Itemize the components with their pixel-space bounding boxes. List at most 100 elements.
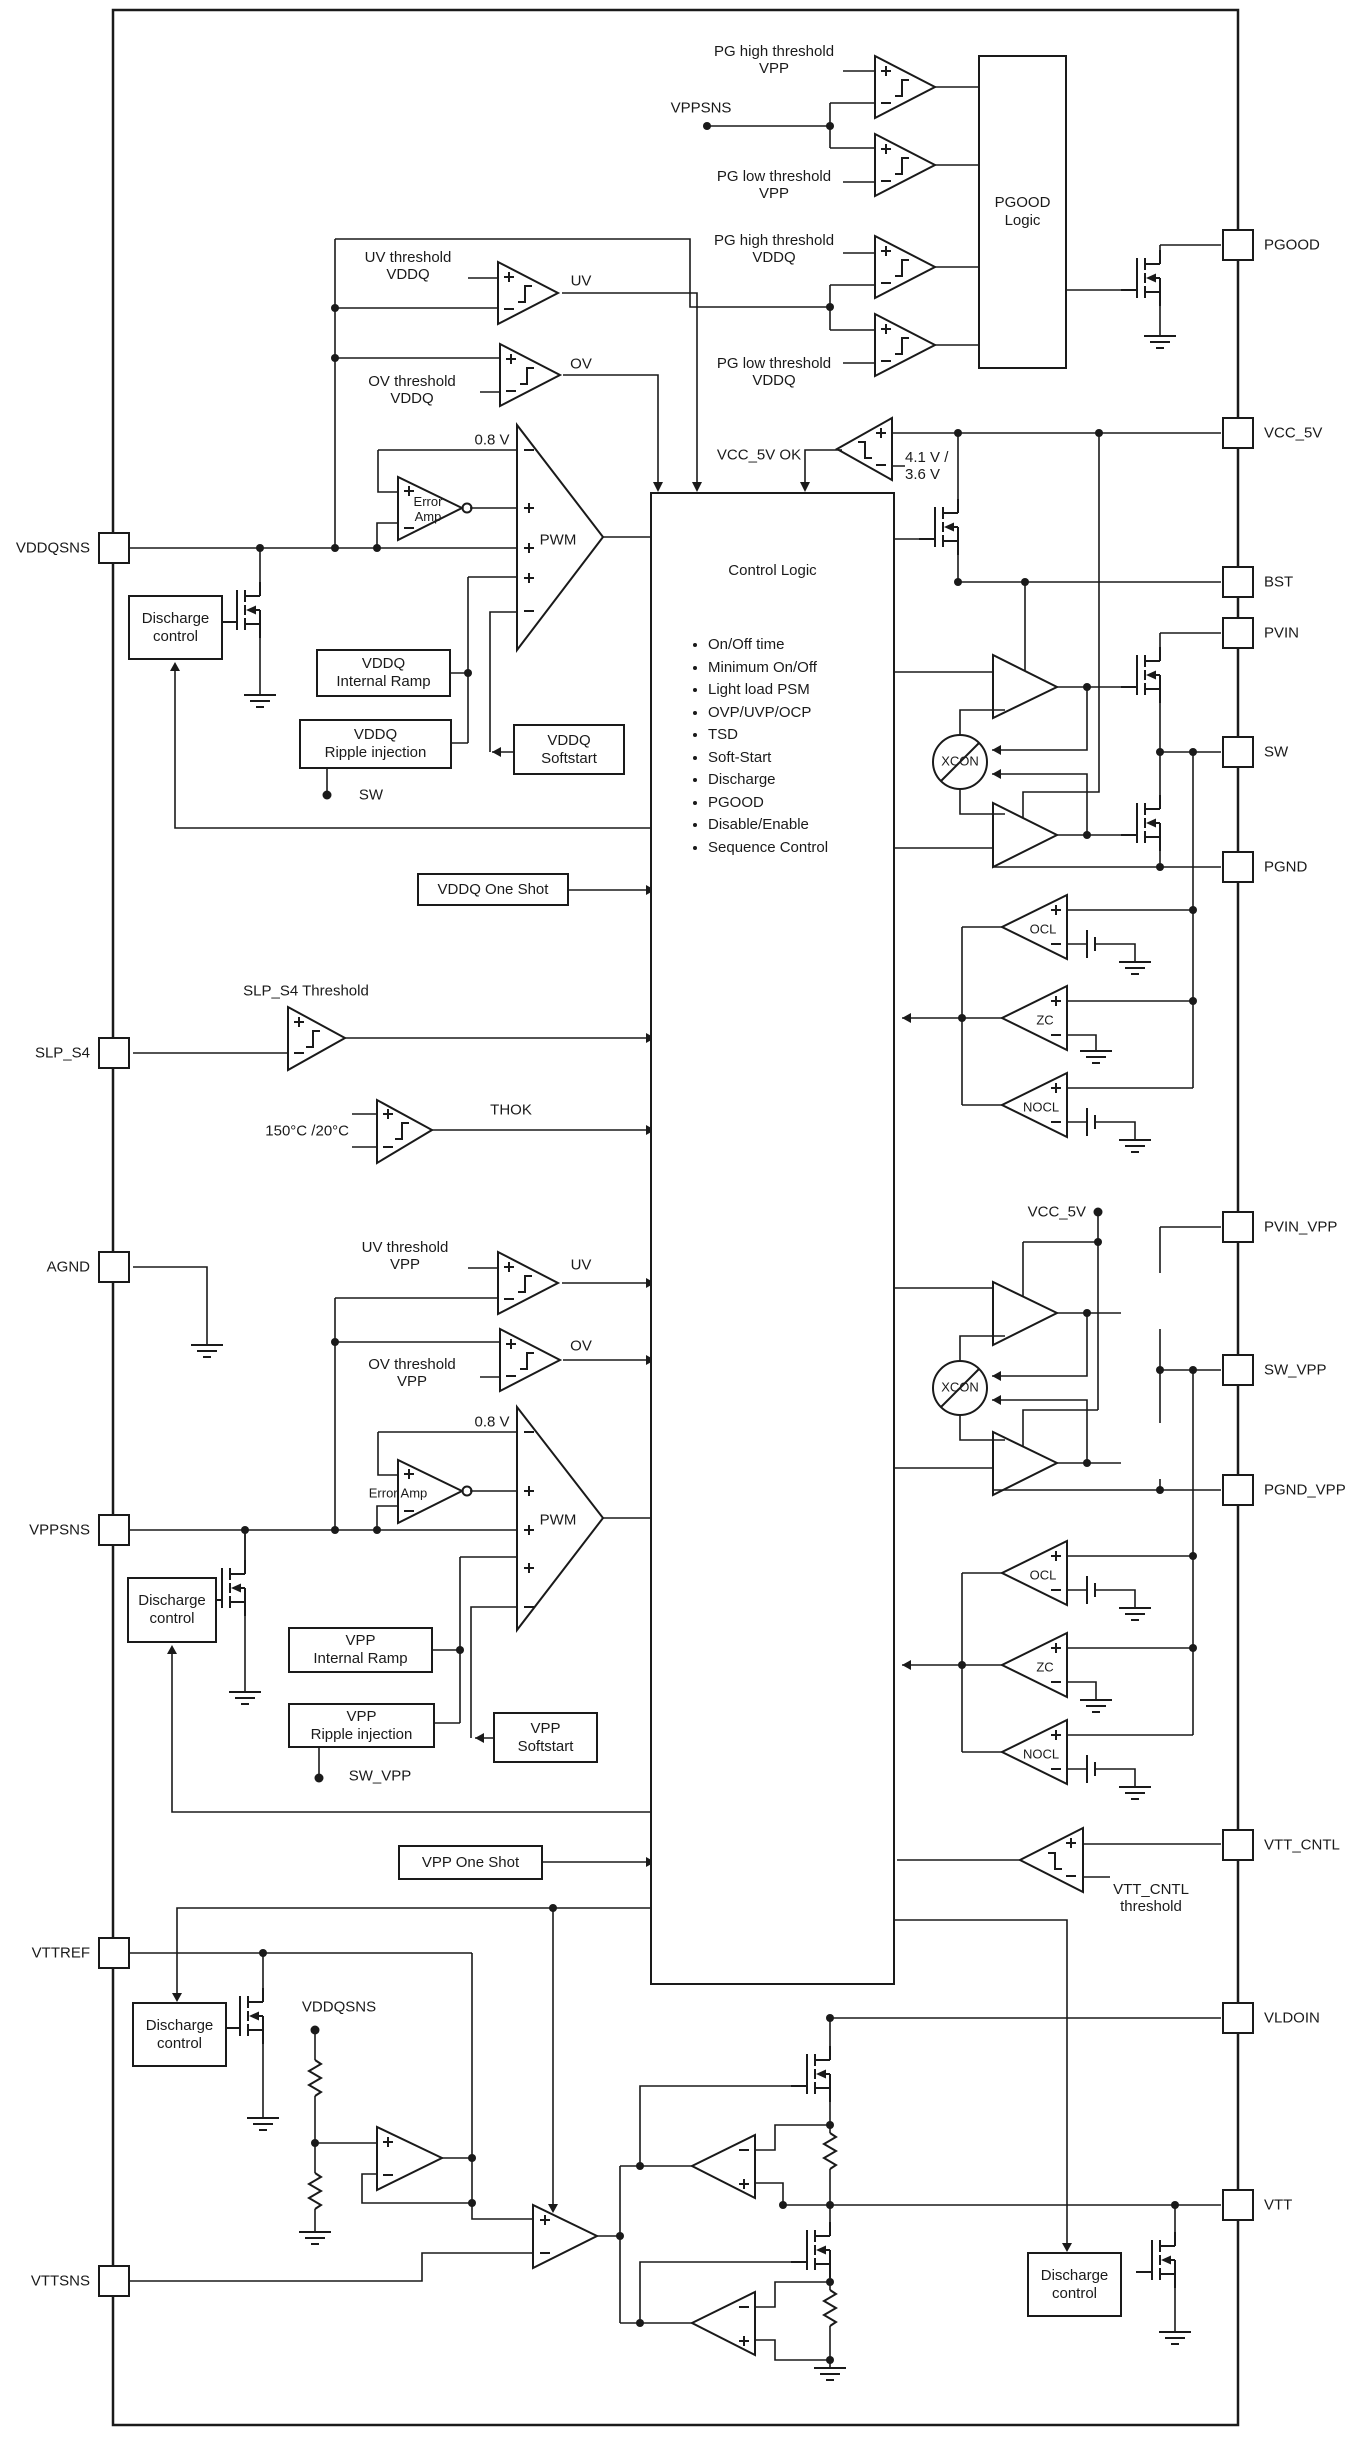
label-vtt-cntl-threshold: VTT_CNTL threshold bbox=[1113, 1880, 1189, 1915]
error-amp-vpp bbox=[397, 1458, 473, 1525]
pin-pgood bbox=[1222, 229, 1254, 261]
vddq-internal-ramp-block: VDDQ Internal Ramp bbox=[316, 649, 451, 697]
pin-label-vddqsns: VDDQSNS bbox=[15, 539, 90, 557]
label-uv-vpp: UV bbox=[570, 1256, 592, 1274]
wiring bbox=[128, 70, 1221, 2368]
comparator-ocl-vddq bbox=[999, 893, 1068, 961]
pin-vttsns bbox=[98, 2265, 130, 2297]
label-ov-vddq: OV bbox=[570, 355, 592, 373]
resistor-symbols bbox=[308, 2059, 837, 2327]
label-ocl-vpp: OCL bbox=[1029, 1567, 1057, 1583]
control-logic-item: Minimum On/Off bbox=[708, 659, 893, 677]
control-logic-title: Control Logic bbox=[728, 562, 817, 579]
label-vcc5v-ok-threshold: 4.1 V / 3.6 V bbox=[905, 448, 949, 483]
comparator-zc-vddq bbox=[999, 984, 1068, 1052]
label-pg-high-threshold-vpp: PG high threshold VPP bbox=[713, 42, 835, 77]
comparator-thok bbox=[376, 1098, 435, 1165]
comparator-ov-vddq bbox=[499, 342, 563, 408]
pin-pgnd-vpp bbox=[1222, 1474, 1254, 1506]
comparator-vtt-cntl bbox=[1017, 1826, 1084, 1894]
label-uv-threshold-vddq: UV threshold VDDQ bbox=[364, 248, 452, 283]
comparator-zc-vpp bbox=[999, 1631, 1068, 1699]
pin-sw bbox=[1222, 736, 1254, 768]
pin-label-vldoin: VLDOIN bbox=[1264, 2009, 1320, 2027]
comparator-ov-vpp bbox=[499, 1327, 563, 1393]
pin-slp-s4 bbox=[98, 1037, 130, 1069]
vpp-internal-ramp-block: VPP Internal Ramp bbox=[288, 1627, 433, 1673]
pin-label-vtt-cntl: VTT_CNTL bbox=[1264, 1836, 1340, 1854]
driver-vpp-low bbox=[992, 1430, 1060, 1497]
xcon-vddq bbox=[932, 734, 988, 790]
discharge-control-vpp: Discharge control bbox=[127, 1577, 217, 1643]
comparators bbox=[287, 54, 1084, 2357]
label-vcc5v-ok: VCC_5V OK bbox=[716, 446, 802, 464]
vddq-highside-fet bbox=[1120, 646, 1161, 704]
pin-label-pgnd-vpp: PGND_VPP bbox=[1264, 1481, 1346, 1499]
vtt-source-fet bbox=[790, 2045, 831, 2103]
pin-pvin bbox=[1222, 617, 1254, 649]
control-logic-item: PGOOD bbox=[708, 794, 893, 812]
pin-label-sw-vpp: SW_VPP bbox=[1264, 1361, 1327, 1379]
pin-vttref bbox=[98, 1937, 130, 1969]
label-nocl-vddq: NOCL bbox=[1022, 1099, 1060, 1115]
comparator-pg-low-vddq bbox=[874, 312, 938, 378]
pin-pvin-vpp bbox=[1222, 1211, 1254, 1243]
pin-label-pgood: PGOOD bbox=[1264, 236, 1320, 254]
pin-pgnd bbox=[1222, 851, 1254, 883]
pin-label-sw: SW bbox=[1264, 743, 1289, 761]
vddq-discharge-fet bbox=[220, 581, 261, 639]
pin-label-vppsns: VPPSNS bbox=[29, 1521, 90, 1539]
label-uv-threshold-vpp: UV threshold VPP bbox=[361, 1238, 449, 1273]
pin-vddqsns bbox=[98, 532, 130, 564]
vtt-gate-amp-low bbox=[689, 2290, 756, 2357]
pin-label-pvin-vpp: PVIN_VPP bbox=[1264, 1218, 1338, 1236]
pin-vcc-5v bbox=[1222, 417, 1254, 449]
vpp-one-shot-block: VPP One Shot bbox=[398, 1845, 543, 1880]
control-logic-item: Light load PSM bbox=[708, 681, 893, 699]
control-logic-item: Disable/Enable bbox=[708, 816, 893, 834]
label-uv-vddq: UV bbox=[570, 272, 592, 290]
pin-vldoin bbox=[1222, 2002, 1254, 2034]
label-temp-threshold: 150°C /20°C bbox=[265, 1122, 349, 1140]
discharge-control-vttref: Discharge control bbox=[132, 2002, 227, 2067]
label-ocl-vddq: OCL bbox=[1029, 921, 1057, 937]
arrowheads bbox=[167, 482, 1072, 2252]
discharge-control-vtt: Discharge control bbox=[1027, 2252, 1122, 2317]
pin-label-bst: BST bbox=[1264, 573, 1294, 591]
pin-sw-vpp bbox=[1222, 1354, 1254, 1386]
label-xcon-vddq: XCON bbox=[941, 753, 979, 769]
vttref-buffer-amp bbox=[376, 2125, 445, 2192]
comparator-slp-s4 bbox=[287, 1005, 348, 1072]
pin-label-slp-s4: SLP_S4 bbox=[34, 1044, 90, 1062]
label-slp-s4-threshold: SLP_S4 Threshold bbox=[243, 982, 369, 1000]
label-vcc5v-ref: VCC_5V bbox=[1027, 1203, 1086, 1221]
control-logic-item: Soft-Start bbox=[708, 749, 893, 767]
label-vppsns-top: VPPSNS bbox=[670, 99, 732, 117]
label-vddqsns-ref: VDDQSNS bbox=[301, 1998, 377, 2016]
pwm-comparator-vddq bbox=[516, 422, 605, 653]
vttref-discharge-fet bbox=[223, 1987, 264, 2045]
comparator-pg-high-vddq bbox=[874, 234, 938, 300]
xcon-vpp bbox=[932, 1360, 988, 1416]
vddq-lowside-fet bbox=[1120, 794, 1161, 852]
pin-label-vtt: VTT bbox=[1264, 2196, 1293, 2214]
vddq-ripple-injection-block: VDDQ Ripple injection bbox=[299, 719, 452, 769]
label-pg-low-threshold-vddq: PG low threshold VDDQ bbox=[716, 354, 832, 389]
label-pg-high-threshold-vddq: PG high threshold VDDQ bbox=[713, 231, 835, 266]
comparator-uv-vddq bbox=[497, 260, 561, 326]
comparator-pg-low-vpp bbox=[874, 132, 938, 198]
vpp-softstart-block: VPP Softstart bbox=[493, 1712, 598, 1763]
vtt-error-amp bbox=[532, 2203, 600, 2270]
comparator-nocl-vddq bbox=[999, 1071, 1068, 1139]
pin-label-vttsns: VTTSNS bbox=[30, 2272, 90, 2290]
vddq-softstart-block: VDDQ Softstart bbox=[513, 724, 625, 775]
label-ov-threshold-vpp: OV threshold VPP bbox=[368, 1355, 456, 1390]
comparator-pg-high-vpp bbox=[874, 54, 938, 120]
bst-switch-fet bbox=[918, 498, 959, 556]
pgood-fet bbox=[1120, 249, 1161, 307]
discharge-control-vddq: Discharge control bbox=[128, 595, 223, 660]
vpp-ripple-injection-block: VPP Ripple injection bbox=[288, 1703, 435, 1748]
control-logic-item: TSD bbox=[708, 726, 893, 744]
pwm-comparator-vpp bbox=[516, 1404, 605, 1633]
